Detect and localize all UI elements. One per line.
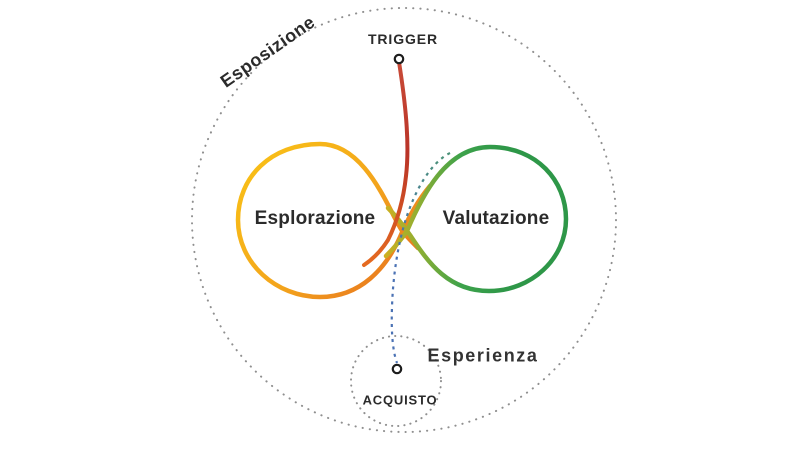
- trigger-line: [362, 60, 410, 267]
- evaluation-label: Valutazione: [442, 208, 550, 229]
- trigger-label: TRIGGER: [367, 31, 439, 47]
- purchase-marker-dot: [391, 363, 403, 375]
- exposure-dotted-circle: [191, 7, 617, 433]
- evaluation-loop: [383, 144, 569, 294]
- trigger-marker-dot: [393, 53, 405, 65]
- experience-dotted-circle: [350, 335, 442, 427]
- purchase-dashed-line: [390, 152, 451, 364]
- experience-label: Esperienza: [427, 345, 539, 366]
- exploration-label: Esplorazione: [254, 208, 376, 229]
- purchase-label: ACQUISTO: [362, 392, 438, 408]
